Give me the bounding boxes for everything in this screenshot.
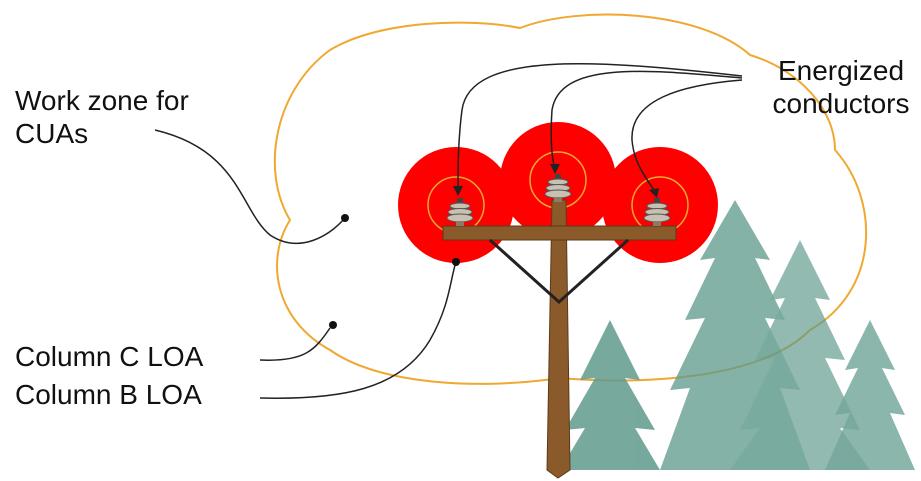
crossarm (442, 225, 677, 241)
marker-dots (329, 214, 460, 329)
arrowhead-right (649, 188, 659, 198)
label-energized-line1: Energized (777, 55, 905, 86)
utility-pole-icon (442, 199, 677, 479)
leader-column-c (259, 327, 331, 361)
arrowhead-left (453, 186, 463, 196)
leader-energized-right (631, 79, 743, 193)
arrowheads (453, 164, 659, 198)
label-column-b: Column B LOA (15, 379, 202, 410)
pine-tree-icon (825, 320, 915, 470)
dot-work-zone (341, 214, 349, 222)
insulator-icon (643, 198, 671, 226)
insulator-icon (446, 198, 474, 226)
crossarm-brace (488, 238, 630, 305)
label-energized-line2: conductors (772, 88, 910, 119)
leader-lines (154, 63, 743, 399)
pine-tree-icon (730, 240, 870, 470)
trees (560, 200, 915, 470)
insulator-icon (544, 174, 572, 202)
insulators (446, 174, 671, 226)
leader-column-b (259, 261, 457, 399)
label-energized-conductors: Energized conductors (756, 54, 921, 120)
leader-energized-left (457, 63, 743, 191)
leader-work-zone (154, 129, 346, 245)
leader-energized-center (550, 70, 743, 169)
label-work-zone-line2: CUAs (15, 118, 89, 149)
label-column-c: Column C LOA (15, 341, 204, 372)
dot-column-b (452, 258, 460, 266)
label-work-zone: Work zone for CUAs (15, 84, 189, 150)
label-work-zone-line1: Work zone for (15, 85, 189, 116)
arrowhead-center (550, 164, 560, 174)
dot-column-c (329, 321, 337, 329)
pole-shaft (546, 199, 571, 479)
pine-tree-icon (560, 320, 660, 470)
